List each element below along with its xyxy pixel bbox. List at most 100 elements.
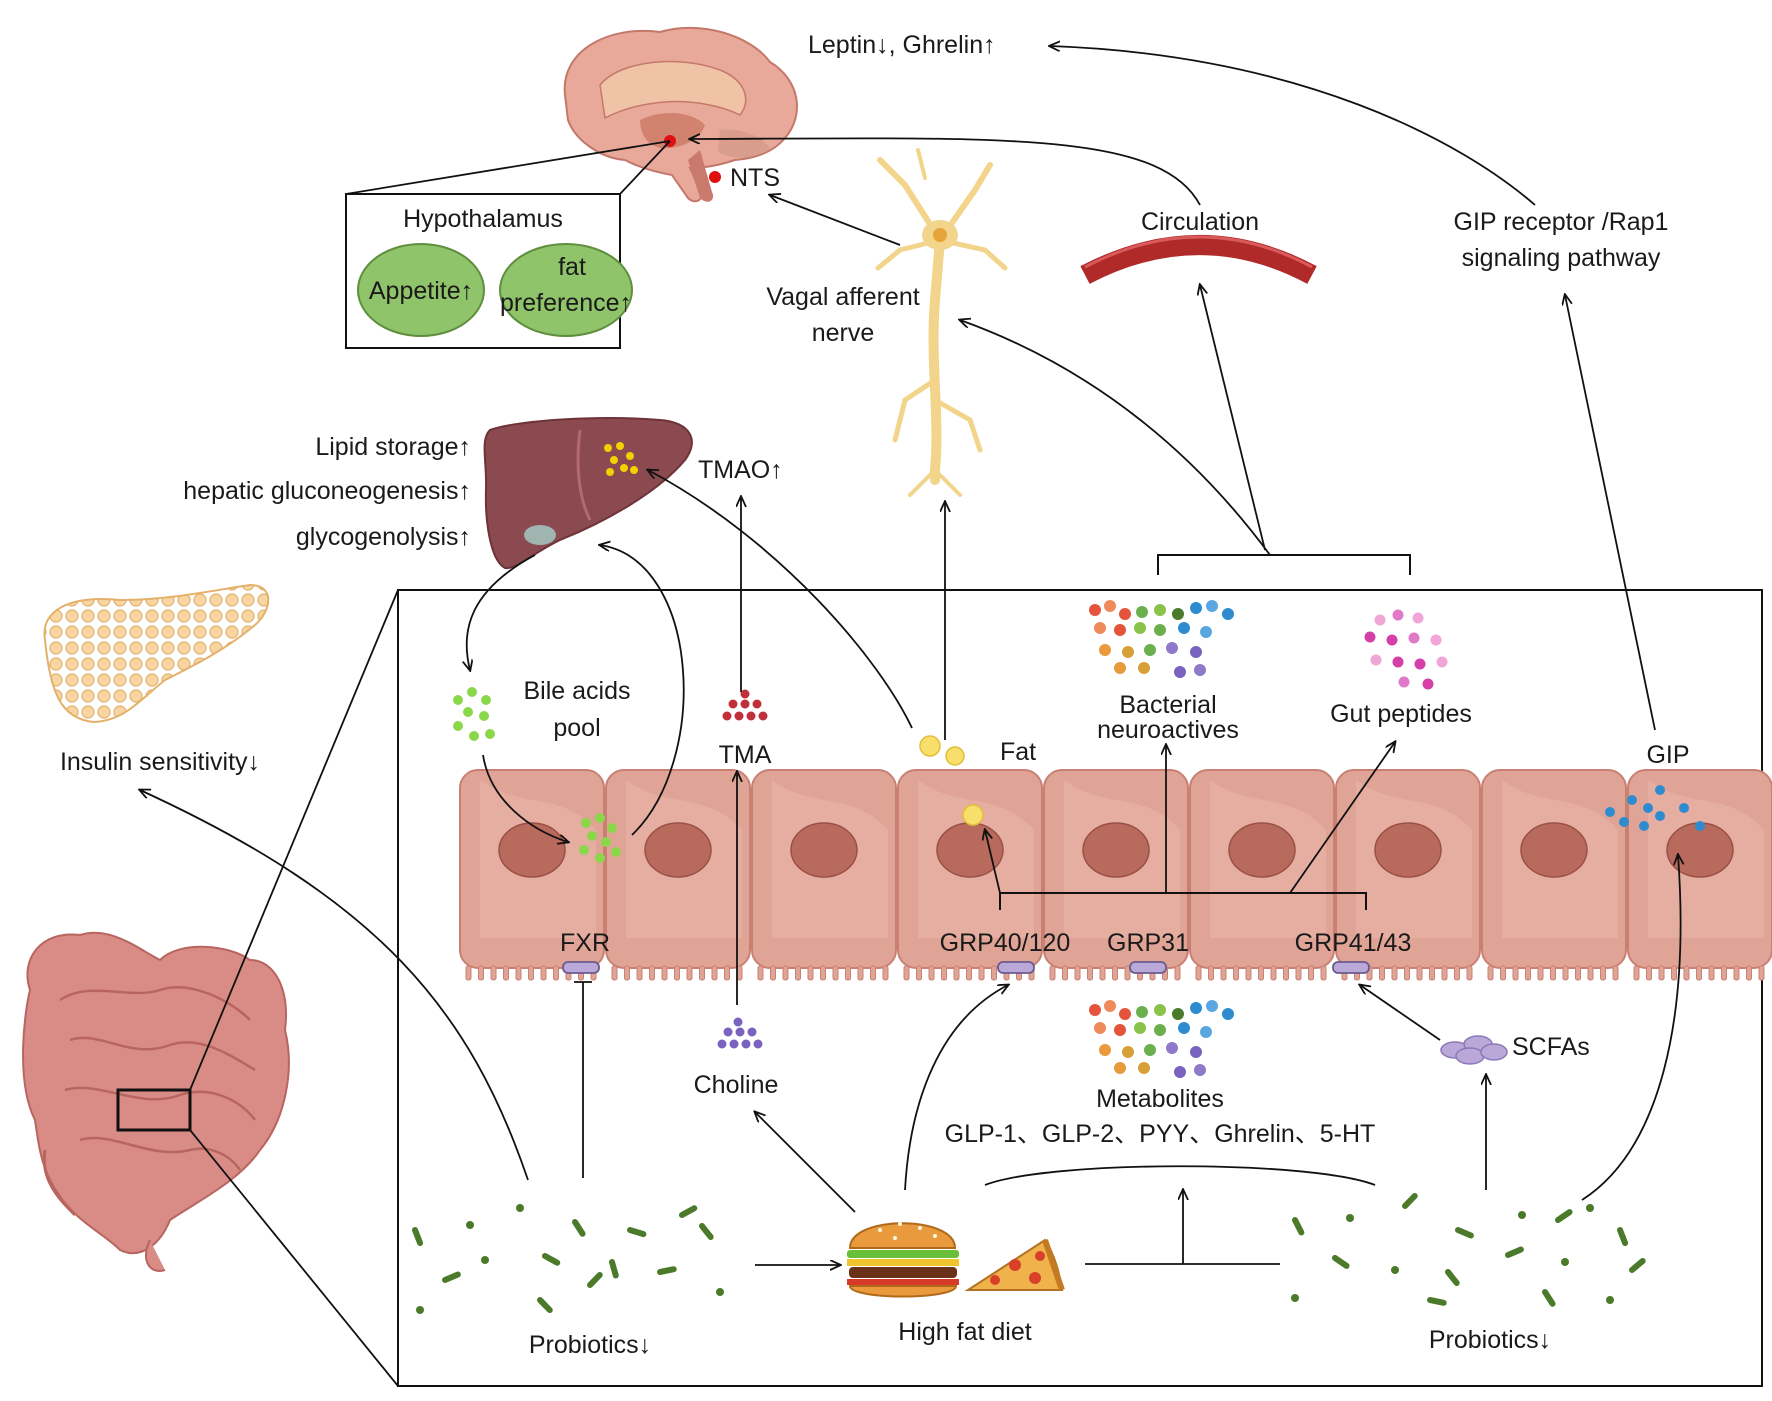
bacterial-neuroactives-cluster <box>1089 600 1234 678</box>
hypothalamus-zoom-line-right <box>619 140 671 195</box>
microvillus <box>528 965 534 981</box>
bacterium <box>699 1223 714 1240</box>
microvillus <box>1074 965 1081 981</box>
hypothalamus-title: Hypothalamus <box>403 205 563 233</box>
metabolite-dot <box>1178 1022 1190 1034</box>
gip-dot <box>1619 817 1629 827</box>
probiotics-right-label: Probiotics↓ <box>1429 1326 1551 1354</box>
neuroactive-dot <box>1089 604 1101 616</box>
microvillus <box>711 965 718 981</box>
intestine-zoom-box <box>116 1088 192 1132</box>
microvillus <box>1550 965 1556 981</box>
fxr-label: FXR <box>560 929 610 957</box>
neuroactive-dot <box>1222 608 1234 620</box>
metabolite-dot <box>1222 1008 1234 1020</box>
metabolite-dot <box>1172 1008 1184 1020</box>
gut-peptide-dot <box>1436 656 1448 668</box>
neuroactive-dot <box>1114 662 1126 674</box>
bacterium <box>1332 1255 1350 1269</box>
choline-dot <box>735 1027 745 1037</box>
gut-peptide-dot <box>1412 612 1424 624</box>
microvillus <box>1258 965 1264 981</box>
bile-acids-label-2: pool <box>553 714 600 742</box>
cell-nucleus <box>936 822 1004 878</box>
microvillus <box>1099 965 1106 981</box>
microvillus <box>611 965 618 981</box>
vagal-neuron-illustration <box>875 148 1008 497</box>
bile-acid-dot <box>485 729 495 739</box>
neuroactive-dot <box>1138 662 1150 674</box>
microvillus <box>1391 965 1398 981</box>
microvillus <box>1208 965 1214 981</box>
metabolite-dot <box>1099 1044 1111 1056</box>
metabolite-dot <box>1114 1062 1126 1074</box>
tma-dot <box>740 689 750 699</box>
microvillus <box>1733 965 1740 981</box>
probiotics-right-bacteria <box>1291 1192 1646 1307</box>
microvillus <box>941 965 947 981</box>
gip-dot <box>1655 811 1665 821</box>
bile-acid-dot <box>581 818 591 828</box>
microvillus <box>1233 965 1239 981</box>
bile-acid-dot <box>453 721 463 731</box>
receptor-bracket <box>999 892 1367 910</box>
microvillus <box>1633 965 1640 981</box>
bile-acid-dot <box>595 813 605 823</box>
cell-nucleus <box>1228 822 1296 878</box>
microvillus <box>1587 965 1594 981</box>
metabolite-dot <box>1206 1000 1218 1012</box>
neuroactive-dot <box>1099 644 1111 656</box>
bile-acids-cell-dots <box>579 813 621 863</box>
bile-acid-dot <box>479 711 489 721</box>
gut-peptide-dot <box>1392 609 1404 621</box>
metabolite-dot <box>1138 1062 1150 1074</box>
metabolite-dot <box>1154 1024 1166 1036</box>
bacterium <box>442 1271 461 1283</box>
microvillus <box>1466 965 1473 981</box>
lipid-storage-label: Lipid storage↑ <box>315 433 471 461</box>
gut-peptide-dot <box>1364 631 1376 643</box>
neuroactive-dot <box>1166 642 1178 654</box>
microvillus <box>1404 965 1410 981</box>
bacterium <box>1291 1294 1299 1302</box>
zoom-line-top <box>189 589 399 1091</box>
microvillus <box>1671 965 1677 981</box>
microvillus <box>1174 965 1181 981</box>
metabolite-dot <box>1089 1004 1101 1016</box>
microvillus <box>553 965 559 981</box>
choline-dots <box>717 1017 763 1049</box>
blood-vessel-highlight <box>1084 235 1313 269</box>
bile-acid-dot <box>595 853 605 863</box>
pancreas-illustration <box>43 583 270 724</box>
bile-acid-dot <box>587 831 597 841</box>
gut-peptide-dot <box>1370 654 1382 666</box>
gip-dot <box>1679 803 1689 813</box>
arrow-vagal-to-nts <box>770 195 901 246</box>
zoom-line-bottom <box>189 1129 399 1387</box>
microvillus <box>978 965 985 981</box>
gut-peptide-dot <box>1430 634 1442 646</box>
microvillus <box>870 965 876 981</box>
epithelium-layer <box>459 769 1772 981</box>
tma-label: TMA <box>719 741 772 769</box>
nts-point <box>709 171 721 183</box>
bacterium <box>1402 1192 1418 1209</box>
metabolite-dot <box>1174 1066 1186 1078</box>
bile-acid-dot <box>463 707 473 717</box>
leptin-ghrelin-label: Leptin↓, Ghrelin↑ <box>808 31 996 59</box>
microvillus <box>882 965 889 981</box>
metabolite-dot <box>1190 1046 1202 1058</box>
arrow-probiotics-to-insulin <box>140 790 529 1181</box>
bile-acid-dot <box>469 731 479 741</box>
bacterium <box>1292 1217 1305 1236</box>
gip-dot <box>1655 785 1665 795</box>
microvillus <box>1087 965 1093 981</box>
microvillus <box>1721 965 1727 981</box>
hormone-arc <box>984 1165 1376 1186</box>
microvillus <box>1758 965 1765 981</box>
appetite-oval <box>357 243 485 337</box>
cell-nucleus <box>790 822 858 878</box>
microvillus <box>757 965 764 981</box>
gip-dot <box>1627 795 1637 805</box>
brain-illustration <box>563 26 798 203</box>
